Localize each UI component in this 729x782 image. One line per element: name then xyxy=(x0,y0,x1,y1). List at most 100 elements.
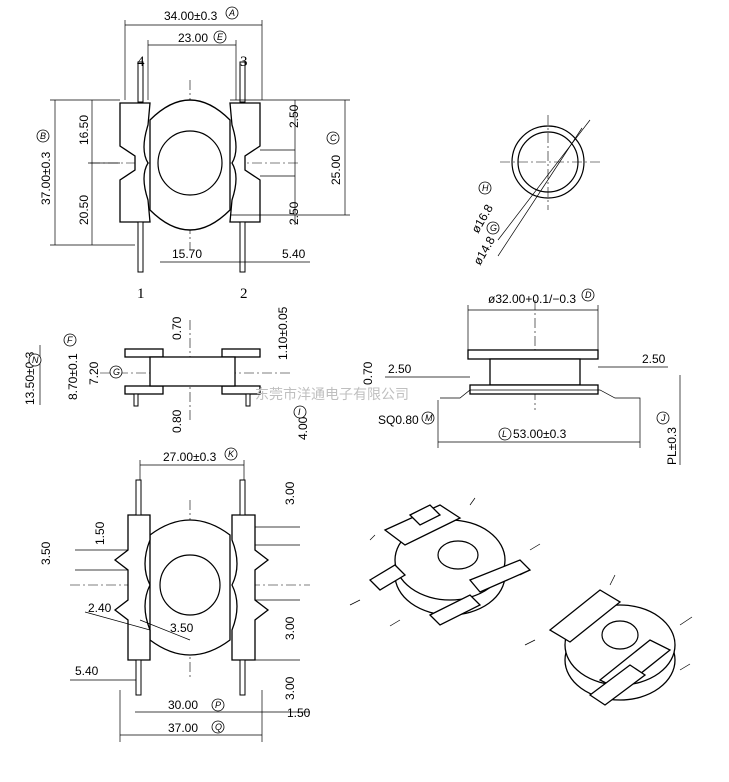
dim-width-inner: 23.00 xyxy=(178,31,208,45)
tag-i: I xyxy=(298,407,301,417)
tag-d: D xyxy=(585,290,592,300)
bottom-pin-br xyxy=(239,659,246,696)
tag-n: N xyxy=(32,355,39,365)
tag-circle xyxy=(36,129,50,143)
dim-slot-top: 2.50 xyxy=(287,104,301,128)
tag-c: C xyxy=(330,133,337,143)
tag-circle xyxy=(224,447,238,461)
pin-label-3: 3 xyxy=(240,54,248,70)
dim-bottom-pin-width: 1.50 xyxy=(287,706,311,720)
dim-side-body: 8.70±0.1 xyxy=(66,353,80,400)
bottom-pin-bl xyxy=(135,659,142,696)
dim-front-total: 53.00±0.3 xyxy=(513,427,567,441)
tag-circle xyxy=(293,405,307,419)
dim-bottom-side-b: 1.50 xyxy=(93,521,107,545)
dim-pin-offset: 5.40 xyxy=(282,247,306,261)
bottom-core-hole xyxy=(159,554,221,616)
dim-front-left: 2.50 xyxy=(388,362,412,376)
core-hole xyxy=(157,130,223,196)
flange-top-right xyxy=(221,348,261,358)
tag-k: K xyxy=(228,449,235,459)
dim-pin-thickness: 1.10±0.05 xyxy=(276,306,290,360)
tag-circle xyxy=(326,131,340,145)
tag-g-side: G xyxy=(113,367,120,377)
dim-front-flange: 0.70 xyxy=(361,361,375,385)
tag-q: Q xyxy=(215,722,222,732)
top-view: 34.00±0.3 A 23.00 E 4 3 1 2 37.00±0.3 B … xyxy=(36,6,350,302)
tag-circle xyxy=(581,288,595,302)
dim-side-foot: 0.80 xyxy=(170,409,184,433)
pin-1 xyxy=(137,221,144,273)
dim-tube-inner: ø14.8 xyxy=(470,234,498,268)
tag-circle xyxy=(213,30,227,44)
tag-h: H xyxy=(482,183,489,193)
terminal-block-left xyxy=(119,102,151,223)
watermark-text: 东莞市洋通电子有限公司 xyxy=(255,386,409,403)
dim-bottom-angle-a: 2.40 xyxy=(88,601,112,615)
front-flange-bottom xyxy=(469,384,599,395)
tag-b: B xyxy=(40,131,46,141)
pin-label-2: 2 xyxy=(240,286,248,302)
pin-4 xyxy=(137,61,144,103)
tube-inner xyxy=(517,131,579,193)
core-tube-side xyxy=(149,356,236,387)
bottom-terminal-right xyxy=(231,514,270,661)
tag-g-tube: G xyxy=(490,223,497,233)
dim-bottom-span: 30.00 xyxy=(168,698,198,712)
dim-front-sq: SQ0.80 xyxy=(378,413,419,427)
dim-side-core: 7.20 xyxy=(87,361,101,385)
tag-circle xyxy=(211,720,225,734)
tag-circle xyxy=(63,333,77,347)
bottom-view: 27.00±0.3 K 3.00 3.50 1.50 2.40 3.50 3.0… xyxy=(39,447,311,742)
pin-3 xyxy=(239,61,246,103)
terminal-block-right xyxy=(229,102,261,223)
tube-view: ø16.8 ø14.8 H G xyxy=(468,115,600,268)
flange-top-left xyxy=(124,348,164,358)
front-flange-top xyxy=(467,349,599,360)
bottom-pin-tr xyxy=(239,479,246,516)
dim-side-flange: 0.70 xyxy=(170,316,184,340)
tag-j: J xyxy=(660,413,666,423)
dim-bottom-pitch-a: 3.00 xyxy=(283,616,297,640)
dim-width-total: 34.00±0.3 xyxy=(164,9,218,23)
tag-circle xyxy=(421,411,435,425)
dim-pin-length: 4.00 xyxy=(296,416,310,440)
tag-circle xyxy=(486,221,500,235)
isometric-view-2 xyxy=(524,574,693,706)
pin-2 xyxy=(239,221,246,273)
dim-height-total: 37.00±0.3 xyxy=(39,151,53,205)
dim-slot-bottom: 2.50 xyxy=(287,201,301,225)
dim-bottom-angle-b: 3.50 xyxy=(170,621,194,635)
tag-circle xyxy=(225,6,239,20)
bottom-flange xyxy=(149,519,231,656)
tag-p: P xyxy=(215,700,221,710)
front-core xyxy=(489,358,581,386)
dim-bottom-top-pin: 3.00 xyxy=(283,481,297,505)
bottom-terminal-left xyxy=(113,514,151,661)
tag-circle xyxy=(109,365,123,379)
dim-lower: 20.50 xyxy=(77,195,91,225)
dim-bottom-pin-offset: 5.40 xyxy=(75,664,99,678)
front-view: ø32.00+0.1/−0.3 D 0.70 2.50 2.50 SQ0.80 … xyxy=(361,288,681,465)
dim-upper: 16.50 xyxy=(77,115,91,145)
dim-center: 15.70 xyxy=(172,247,202,261)
dim-bottom-pitch-b: 3.00 xyxy=(283,676,297,700)
front-pin-rail xyxy=(440,389,641,404)
isometric-view-1 xyxy=(349,497,541,627)
tag-circle xyxy=(478,181,492,195)
dim-core: 25.00 xyxy=(329,155,343,185)
dim-front-right: 2.50 xyxy=(642,352,666,366)
tag-circle xyxy=(498,427,512,441)
dim-bottom-overall: 37.00 xyxy=(168,721,198,735)
pin-label-4: 4 xyxy=(137,54,145,70)
tube-outer xyxy=(511,125,585,199)
dim-front-top: ø32.00+0.1/−0.3 xyxy=(488,292,576,306)
tag-f: F xyxy=(67,335,73,345)
flange-bottom-left xyxy=(124,385,164,395)
tag-l: L xyxy=(502,429,507,439)
tag-circle xyxy=(211,698,225,712)
tag-circle xyxy=(656,411,670,425)
flange-bottom-right xyxy=(221,385,261,395)
